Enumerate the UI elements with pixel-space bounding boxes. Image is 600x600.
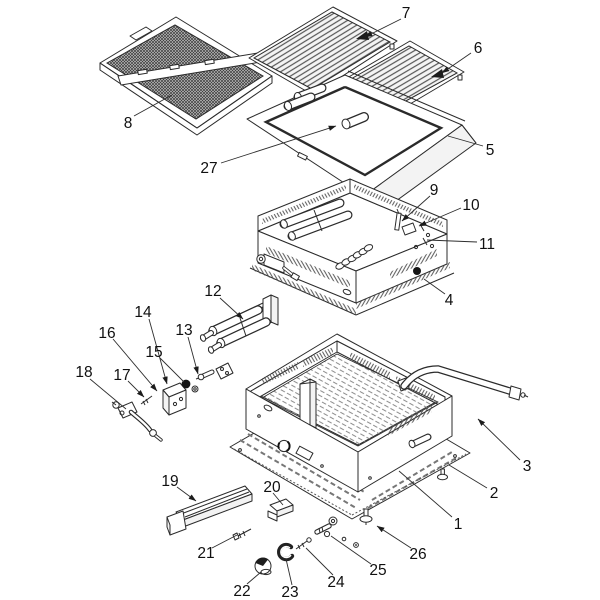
callout-16: 16 (98, 325, 115, 342)
manifold-regulator (256, 253, 300, 282)
part-main-body (245, 333, 453, 493)
part-burner-box (249, 178, 455, 316)
box-interior-burners (279, 198, 353, 241)
part-burner-assembly (195, 294, 279, 381)
part-mounting-bracket-group (140, 379, 199, 416)
callout-8: 8 (124, 115, 133, 132)
part-leveling-feet (359, 468, 448, 525)
part-gasket-seal (263, 85, 444, 177)
callout-1: 1 (454, 516, 463, 533)
part-briquette-grate (99, 16, 273, 136)
part-small-bracket (267, 498, 294, 522)
callout-10: 10 (462, 197, 480, 214)
igniter-electrode-cluster (394, 208, 435, 250)
callout-23: 23 (281, 584, 298, 600)
part-washer (191, 385, 199, 393)
callout-4: 4 (445, 292, 454, 309)
grate-handle-tab (129, 26, 153, 41)
callout-22: 22 (233, 583, 250, 600)
callout-12: 12 (204, 283, 221, 300)
callout-17: 17 (113, 367, 130, 384)
part-screw-24 (295, 537, 312, 550)
callout-14: 14 (134, 304, 152, 321)
callout-7: 7 (402, 5, 411, 22)
callout-24: 24 (327, 574, 345, 591)
part-control-knob (254, 557, 272, 576)
igniter-hole (413, 267, 421, 275)
grate-direction-arrow (431, 69, 444, 78)
part-top-frame-pan (246, 70, 477, 215)
part-screw-17 (140, 395, 153, 406)
callout-15: 15 (145, 344, 162, 361)
briquette-chain (335, 244, 374, 270)
part-orifice-bracket (195, 362, 234, 381)
callout-leader-lines (89, 18, 521, 586)
callout-21: 21 (197, 545, 214, 562)
callout-13: 13 (175, 322, 192, 339)
callout-19: 19 (161, 473, 178, 490)
callout-5: 5 (486, 142, 495, 159)
part-gas-valve (111, 401, 163, 442)
callout-labels: 1 2 3 4 5 6 7 8 9 10 11 12 13 14 15 16 1… (75, 5, 531, 600)
callout-18: 18 (75, 364, 92, 381)
part-igniter-assembly (314, 516, 359, 548)
callout-11: 11 (479, 236, 495, 253)
callout-26: 26 (409, 546, 426, 563)
burner-venturi-tubes (283, 83, 369, 130)
callout-25: 25 (369, 562, 386, 579)
part-screw-21 (232, 528, 252, 541)
callout-6: 6 (474, 40, 483, 57)
callout-2: 2 (490, 485, 499, 502)
callout-27: 27 (200, 160, 217, 177)
callout-20: 20 (263, 479, 281, 496)
callout-9: 9 (430, 182, 439, 199)
callout-3: 3 (523, 458, 532, 475)
part-handle-bar (397, 365, 529, 449)
part-bezel-ring (277, 542, 295, 562)
part-control-panel-bar (166, 485, 253, 536)
